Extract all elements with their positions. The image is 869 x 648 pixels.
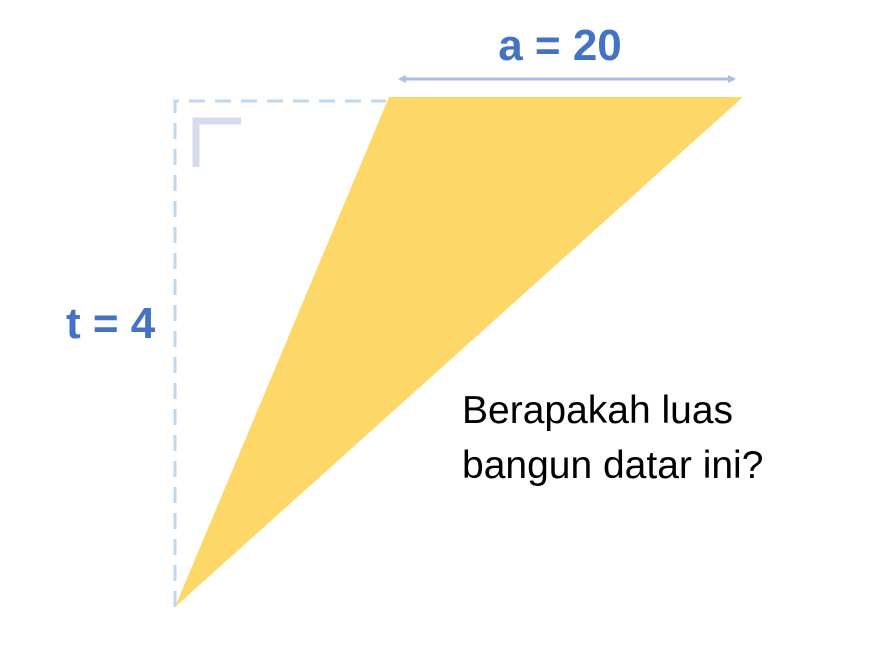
- height-label: t = 4: [66, 299, 156, 348]
- question-text: Berapakah luas bangun datar ini?: [462, 383, 842, 493]
- right-angle-mark: [192, 117, 241, 167]
- question-line-2: bangun datar ini?: [462, 444, 764, 487]
- question-line-1: Berapakah luas: [462, 389, 734, 432]
- height-guide-dashed-line: [173, 99, 386, 607]
- base-label: a = 20: [498, 21, 622, 70]
- triangle-shape: [175, 97, 743, 607]
